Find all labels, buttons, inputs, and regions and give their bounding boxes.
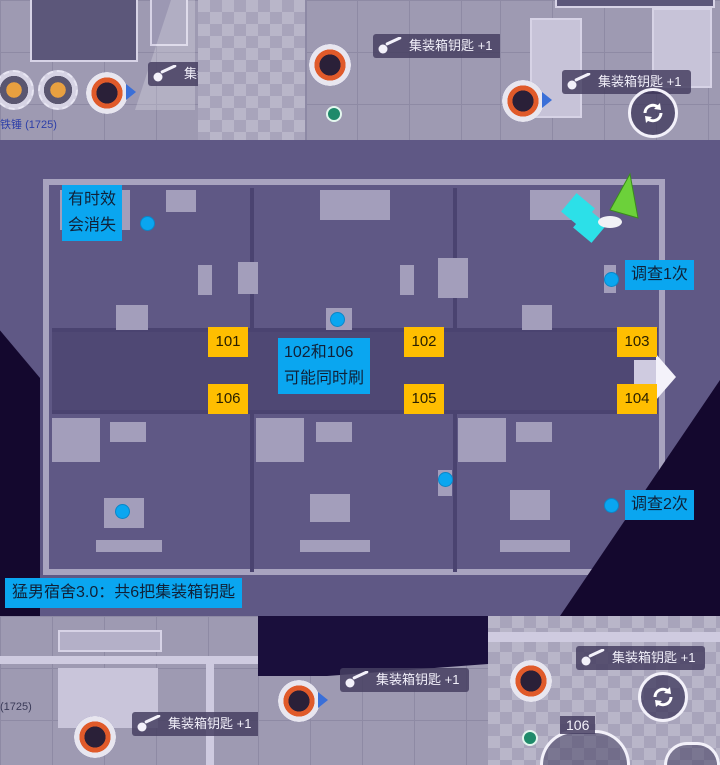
cabinet-furniture	[150, 0, 188, 46]
screenshot-panel-bottom-2: 集装箱钥匙 +1	[258, 616, 488, 765]
screenshot-panel-top-3: 集装箱钥匙 +1	[500, 0, 720, 140]
bench-furniture	[58, 630, 162, 652]
key-pickup-toast: 集装箱钥匙 +1	[340, 668, 470, 692]
screenshot-panel-bottom-1: (1725) 集装箱钥匙 +1	[0, 616, 258, 765]
note-search-once: 调查1次	[625, 260, 694, 290]
room-label-105: 105	[404, 384, 444, 414]
swap-weapon-button[interactable]	[638, 672, 688, 722]
player-character	[74, 716, 116, 758]
note-text: 调查2次	[631, 496, 688, 513]
ammo-count: 106	[560, 716, 596, 734]
toast-text: 集装箱钥匙 +1	[409, 38, 493, 53]
key-icon	[581, 649, 605, 666]
key-icon	[137, 715, 161, 732]
shadow-area	[258, 616, 488, 676]
key-icon	[567, 73, 591, 90]
note-search-twice: 调查2次	[625, 490, 694, 520]
note-expiring: 有时效 会消失	[62, 185, 123, 241]
top-screenshot-strip: 铁锤 (1725) 集装箱钥匙 +1 集装箱钥匙 +1 集装箱钥匙 +1	[0, 0, 720, 140]
key-location-pin	[604, 272, 619, 287]
player-tag: (1725)	[25, 119, 57, 131]
direction-arrow-icon	[318, 692, 328, 708]
player-character	[510, 660, 552, 702]
key-icon	[153, 65, 177, 82]
toast-text: 集装箱钥匙 +1	[376, 672, 460, 687]
screenshot-panel-top-1: 铁锤 (1725) 集装箱钥匙 +1	[0, 0, 198, 140]
dormitory-map: 有时效 会消失 102和106 可能同时刷 调查1次 调查2次 101 102 …	[0, 140, 720, 616]
wall	[305, 0, 307, 140]
room-label-106: 106	[208, 384, 248, 414]
room-label-103: 103	[617, 327, 657, 357]
key-location-pin	[115, 504, 130, 519]
player-name-tag: 铁锤 (1725)	[0, 116, 57, 132]
toast-text: 集装箱钥匙 +1	[168, 716, 252, 731]
map-title: 猛男宿舍3.0：共6把集装箱钥匙	[5, 578, 243, 608]
key-location-pin	[330, 312, 345, 327]
note-line: 有时效	[68, 191, 117, 208]
bed-furniture	[30, 0, 138, 62]
player-character	[86, 72, 136, 114]
room-label-102: 102	[404, 327, 444, 357]
teammate-marker-icon	[326, 106, 342, 122]
map-floorplan	[43, 172, 676, 575]
note-line: 会消失	[68, 217, 117, 234]
key-pickup-toast: 集装箱钥匙 +1	[562, 70, 692, 94]
attack-button[interactable]	[540, 730, 630, 765]
key-location-pin	[140, 216, 155, 231]
key-pickup-toast: 集装箱钥匙 +1	[576, 646, 706, 670]
screenshot-panel-top-checker	[198, 0, 305, 140]
room-label-104: 104	[617, 384, 657, 414]
player-character	[502, 80, 552, 122]
toast-text: 集装箱钥匙 +1	[184, 66, 198, 81]
sawblade-enemy	[0, 70, 34, 110]
key-location-pin	[438, 472, 453, 487]
fog-of-war	[0, 330, 40, 616]
screenshot-panel-top-2: 集装箱钥匙 +1	[305, 0, 500, 140]
note-same-spawn: 102和106 可能同时刷	[278, 338, 371, 394]
key-pickup-toast: 集装箱钥匙 +1	[132, 712, 258, 736]
toast-text: 集装箱钥匙 +1	[612, 650, 696, 665]
swap-weapon-button[interactable]	[628, 88, 678, 138]
player-character	[278, 680, 328, 722]
key-icon	[378, 37, 402, 54]
player-location-icon	[561, 172, 639, 243]
skill-button[interactable]	[664, 742, 720, 765]
note-line: 102和106	[284, 344, 354, 361]
key-location-pin	[604, 498, 619, 513]
player-tag: (1725)	[0, 701, 32, 713]
direction-arrow-icon	[126, 84, 136, 100]
sawblade-enemy	[38, 70, 78, 110]
room-label-101: 101	[208, 327, 248, 357]
bottom-screenshot-strip: (1725) 集装箱钥匙 +1 集装箱钥匙 +1 集装箱钥匙 +1 106	[0, 616, 720, 765]
player-name: 铁锤	[0, 119, 22, 131]
wall	[206, 656, 214, 765]
shelf-furniture	[555, 0, 715, 8]
teammate-marker-icon	[522, 730, 538, 746]
screenshot-panel-bottom-3: 集装箱钥匙 +1 106	[488, 616, 720, 765]
player-character	[309, 44, 351, 86]
key-pickup-toast: 集装箱钥匙 +1	[148, 62, 198, 86]
toast-text: 集装箱钥匙 +1	[598, 74, 682, 89]
wall	[488, 632, 720, 642]
refresh-icon	[643, 103, 663, 123]
direction-arrow-icon	[542, 92, 552, 108]
key-icon	[345, 671, 369, 688]
refresh-icon	[653, 687, 673, 707]
wall	[0, 656, 258, 664]
note-line: 可能同时刷	[284, 370, 365, 387]
key-pickup-toast: 集装箱钥匙 +1	[373, 34, 500, 58]
note-text: 调查1次	[631, 266, 688, 283]
